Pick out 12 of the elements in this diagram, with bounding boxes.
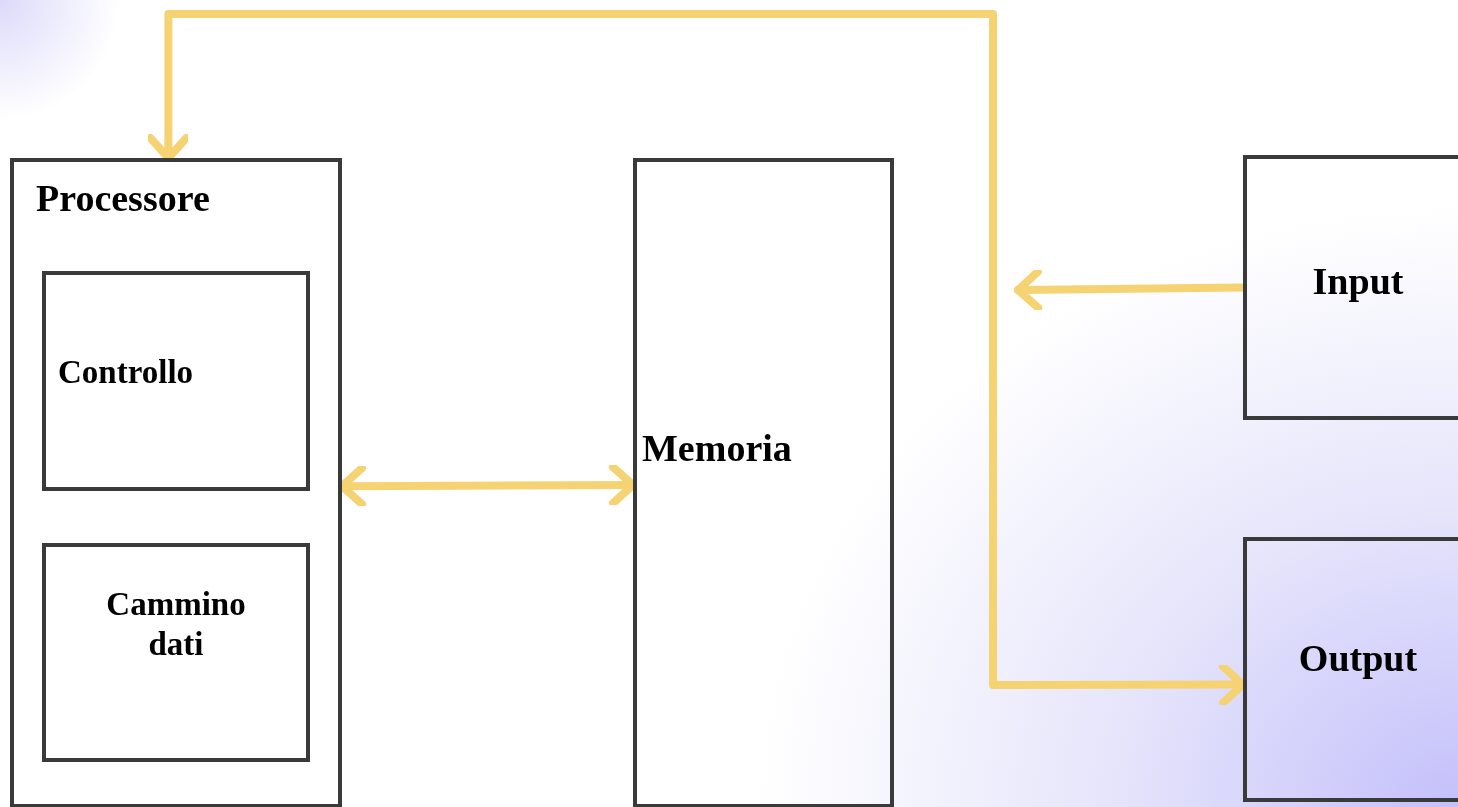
block-label: Processore xyxy=(36,176,211,221)
block-label: Memoria xyxy=(642,426,793,471)
block-label: Cammino dati xyxy=(105,585,247,664)
block-box xyxy=(42,543,310,762)
block-box xyxy=(633,158,894,807)
block-label: Output xyxy=(1297,636,1419,681)
block-label: Input xyxy=(1311,259,1405,304)
block-box xyxy=(42,271,310,491)
block-box xyxy=(10,158,342,807)
block-label: Controllo xyxy=(58,353,195,392)
block-box xyxy=(1243,155,1458,420)
block-box xyxy=(1243,537,1458,802)
